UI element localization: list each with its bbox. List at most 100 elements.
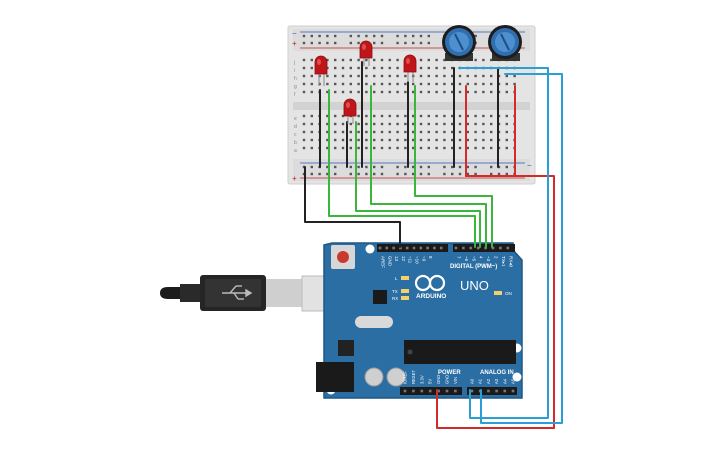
digital-pin[interactable] — [405, 246, 409, 250]
row-label-g: g — [294, 84, 297, 90]
breadboard-hole — [334, 58, 337, 62]
digital-pin[interactable] — [506, 246, 510, 250]
breadboard-hole — [505, 146, 508, 150]
breadboard-hole — [435, 130, 438, 134]
rail-hole — [427, 172, 430, 176]
rail-hole — [412, 34, 415, 38]
breadboard-hole — [341, 130, 345, 134]
digital-pin[interactable] — [399, 246, 402, 250]
breadboard-hole — [505, 130, 508, 134]
arduino-uno-board: ARDUINO UNO DIGITAL (PWM~) POWER ANALOG … — [316, 242, 523, 399]
header-pin[interactable] — [445, 389, 449, 393]
led-l-indicator — [401, 276, 409, 280]
breadboard-hole — [474, 146, 477, 150]
rail-hole — [474, 34, 477, 38]
header-pin[interactable] — [495, 389, 498, 393]
led-rx-label: RX — [392, 296, 398, 301]
led-1 — [314, 55, 328, 86]
breadboard-hole — [427, 146, 430, 150]
rail-hole — [380, 165, 384, 169]
digital-pin[interactable] — [433, 246, 436, 250]
breadboard-hole — [310, 82, 313, 86]
digital-pin[interactable] — [454, 246, 458, 250]
rail-hole — [357, 41, 360, 45]
header-pin[interactable] — [420, 389, 424, 393]
header-pin[interactable] — [487, 389, 490, 393]
breadboard-hole — [451, 122, 454, 126]
breadboard-hole — [334, 138, 337, 142]
digital-pin[interactable] — [499, 246, 502, 250]
breadboard-hole — [365, 146, 368, 150]
breadboard-hole — [388, 82, 391, 86]
header-pin[interactable] — [470, 389, 474, 393]
breadboard-hole — [482, 130, 485, 134]
breadboard-hole — [334, 66, 337, 70]
breadboard-hole — [365, 138, 368, 142]
header-pin[interactable] — [403, 389, 407, 393]
breadboard-hole — [388, 138, 391, 142]
breadboard-hole — [443, 138, 446, 142]
digital-pin-label: ~3 — [486, 256, 491, 262]
breadboard-hole — [349, 122, 352, 126]
breadboard-hole — [396, 58, 399, 62]
digital-pin[interactable] — [392, 246, 395, 250]
center-channel — [293, 102, 530, 110]
breadboard-hole — [326, 146, 329, 150]
header-pin[interactable] — [437, 389, 440, 393]
breadboard-hole — [365, 90, 368, 94]
digital-pin[interactable] — [385, 246, 389, 250]
header-pin[interactable] — [454, 389, 457, 393]
power-header-label: POWER — [438, 370, 461, 376]
rail-hole — [419, 172, 423, 176]
breadboard-hole — [482, 138, 485, 142]
rail-hole — [419, 34, 423, 38]
digital-pin[interactable] — [426, 246, 429, 250]
breadboard-hole — [373, 114, 376, 118]
arduino-logo-right — [428, 274, 446, 292]
breadboard-hole — [302, 58, 306, 62]
potentiometer-1 — [442, 25, 476, 61]
header-pin[interactable] — [511, 389, 515, 393]
rail-hole — [404, 41, 407, 45]
digital-pin-label: ~10 — [415, 256, 420, 264]
breadboard-hole — [365, 114, 368, 118]
digital-pin[interactable] — [419, 246, 423, 250]
breadboard-hole — [427, 66, 430, 70]
mount-hole — [512, 372, 522, 382]
digital-pin[interactable] — [476, 246, 480, 250]
crystal — [355, 316, 393, 328]
breadboard-hole — [373, 66, 376, 70]
header-pin[interactable] — [503, 389, 507, 393]
breadboard-hole — [396, 114, 399, 118]
digital-pin[interactable] — [439, 246, 443, 250]
gnd-wire — [304, 166, 401, 248]
breadboard-hole — [474, 58, 477, 62]
digital-pin-label: AREF — [381, 256, 386, 268]
breadboard-hole — [334, 146, 337, 150]
signal-wire-pin3 — [414, 149, 493, 248]
power-pin-label: GND — [436, 375, 441, 384]
potentiometer-2 — [488, 25, 522, 61]
digital-pin[interactable] — [491, 246, 495, 250]
breadboard-hole — [412, 130, 415, 134]
digital-pin[interactable] — [462, 246, 465, 250]
header-pin[interactable] — [428, 389, 432, 393]
signal-wire-pin7 — [328, 149, 476, 248]
breadboard-hole — [326, 90, 329, 94]
rail-hole — [326, 172, 329, 176]
digital-pin-label: GND — [387, 256, 392, 267]
rail-hole — [349, 172, 352, 176]
digital-pin[interactable] — [412, 246, 416, 250]
digital-pin[interactable] — [378, 246, 382, 250]
breadboard-hole — [318, 82, 321, 86]
digital-pin[interactable] — [469, 246, 473, 250]
breadboard-hole — [365, 122, 368, 126]
breadboard-hole — [466, 138, 469, 142]
breadboard-hole — [388, 74, 391, 78]
breadboard-hole — [474, 90, 477, 94]
breadboard-hole — [490, 82, 493, 86]
header-pin[interactable] — [412, 389, 415, 393]
breadboard-hole — [404, 114, 407, 118]
digital-pin[interactable] — [484, 246, 487, 250]
reset-button[interactable] — [337, 251, 349, 263]
